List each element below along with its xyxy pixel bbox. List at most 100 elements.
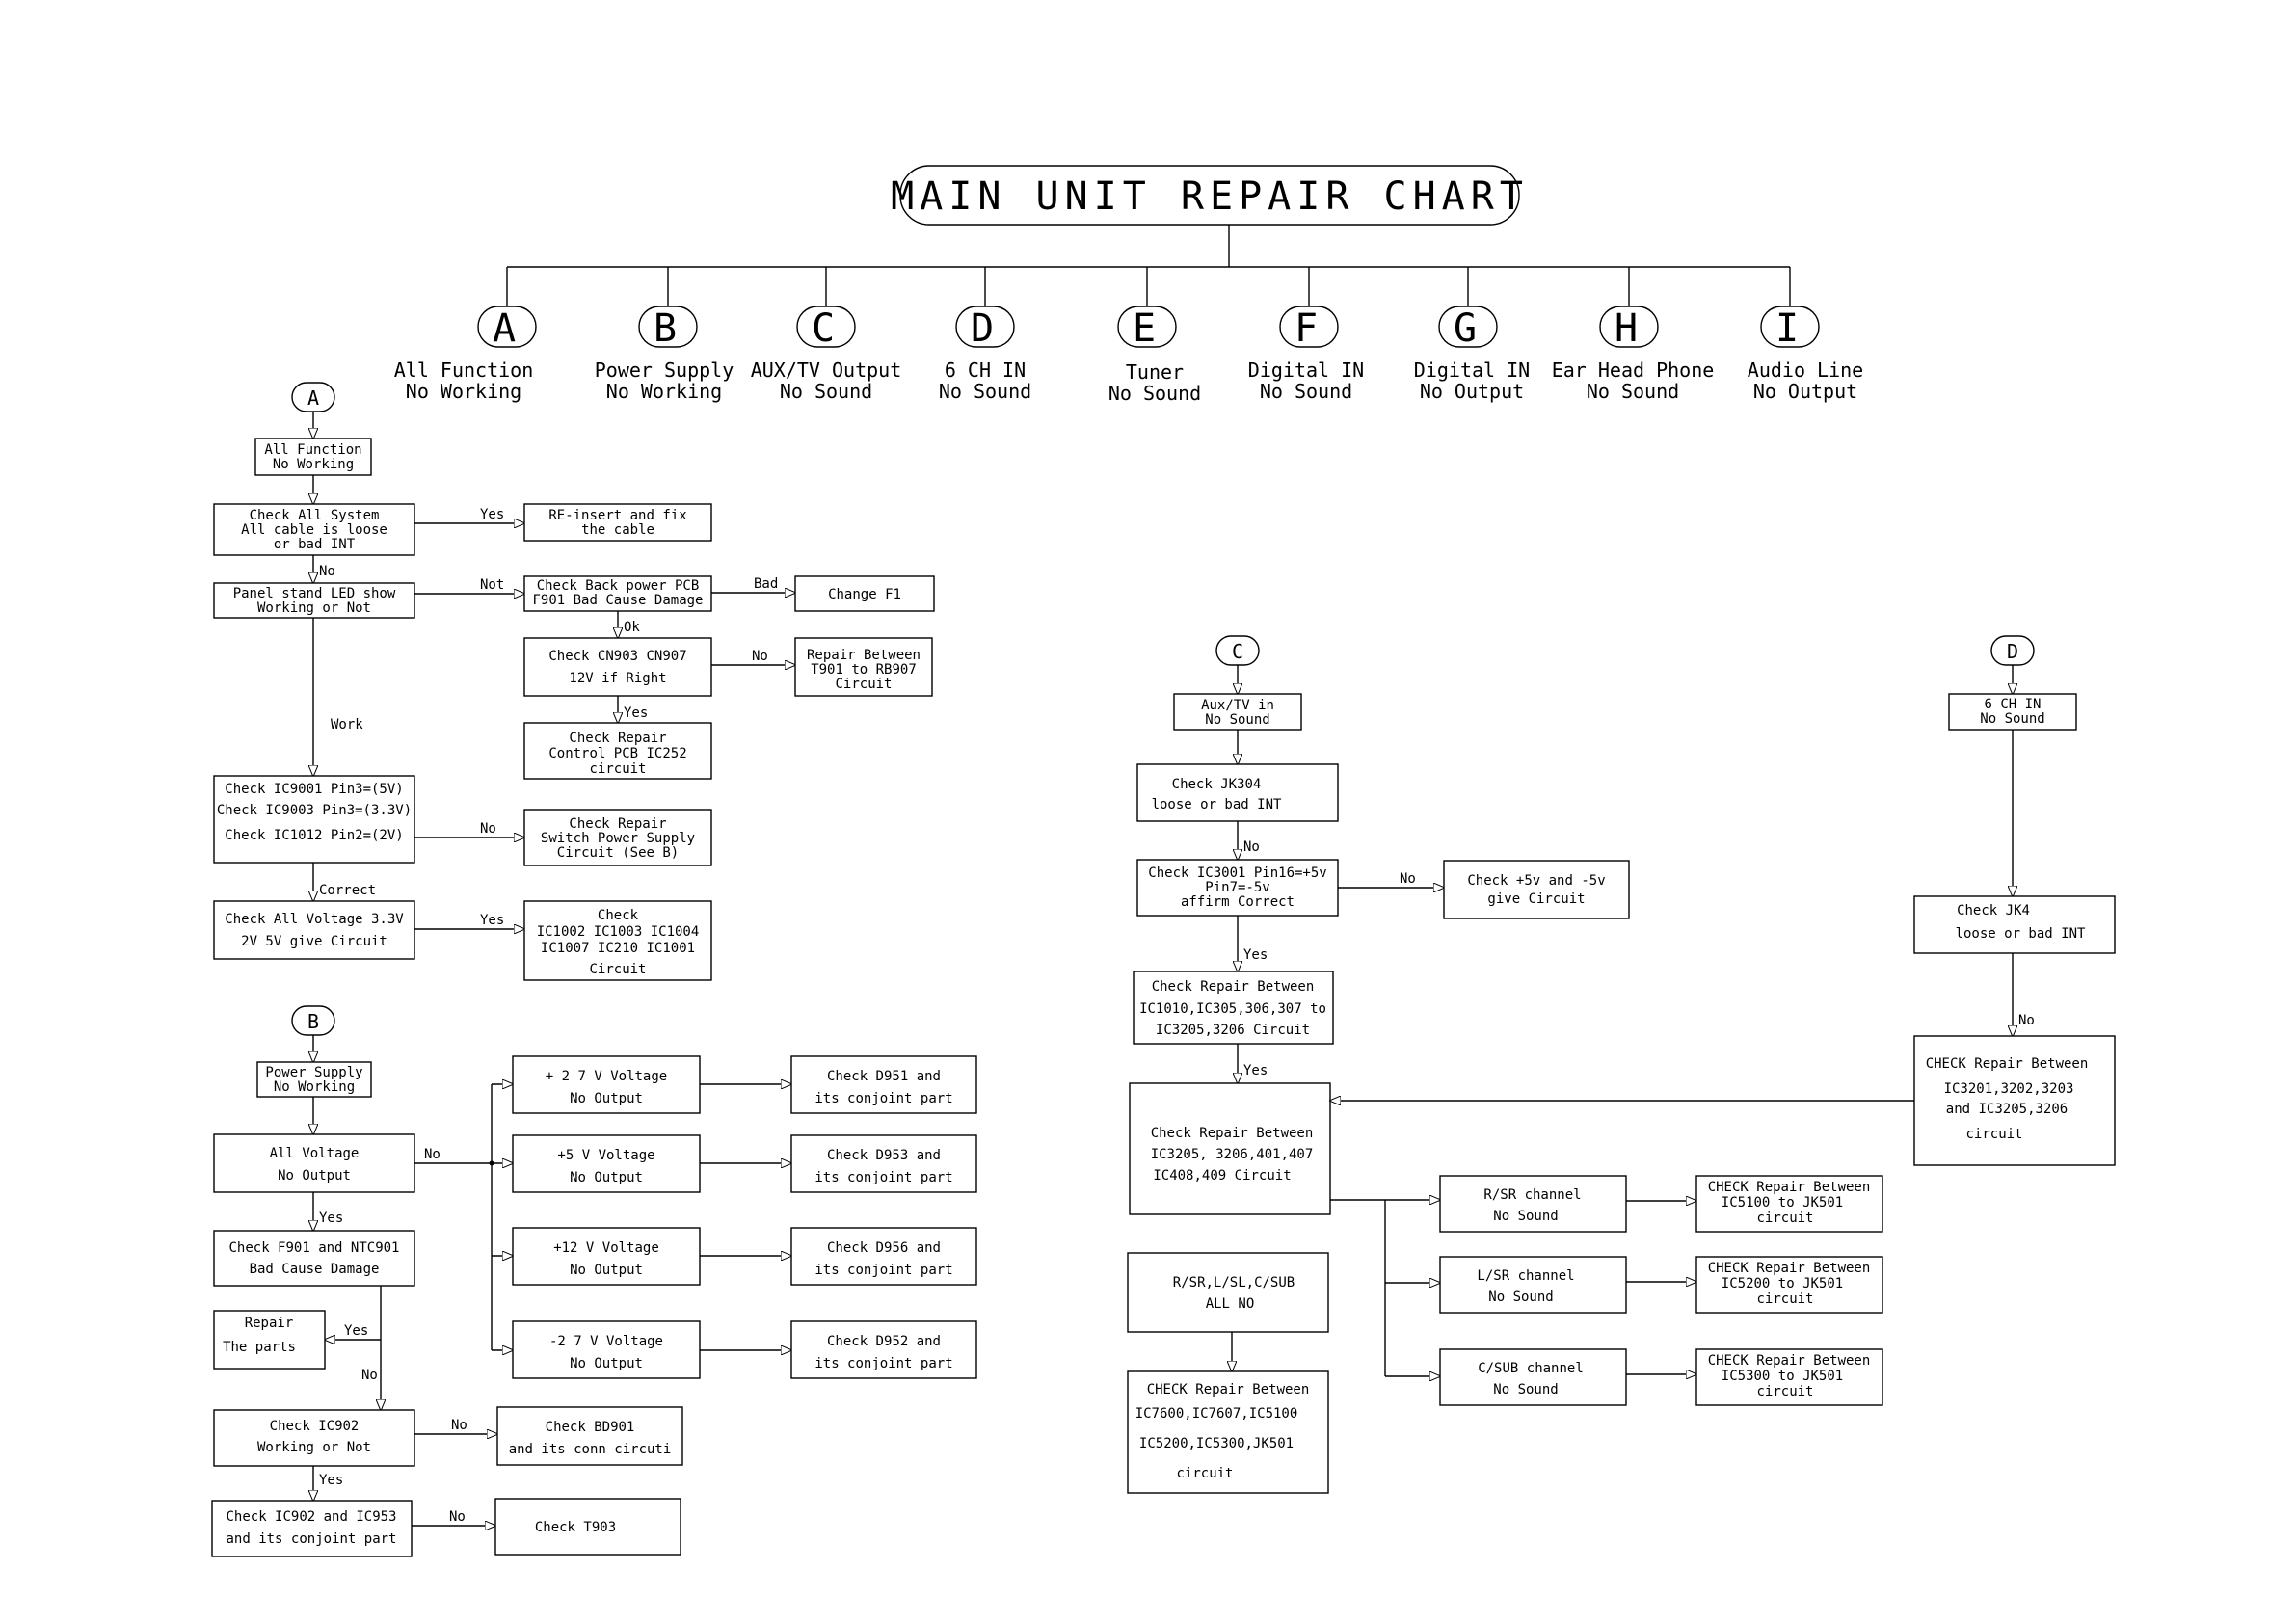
svg-text:Correct: Correct <box>319 883 376 898</box>
svg-text:No Sound: No Sound <box>1980 711 2044 727</box>
svg-text:Yes: Yes <box>319 1211 343 1226</box>
svg-text:F901 Bad Cause Damage: F901 Bad Cause Damage <box>532 593 703 608</box>
svg-text:CHECK Repair Between: CHECK Repair Between <box>1926 1056 2089 1072</box>
svg-text:Check All Voltage 3.3V: Check All Voltage 3.3V <box>225 912 404 927</box>
svg-text:Circuit: Circuit <box>589 962 646 977</box>
svg-text:G: G <box>1454 306 1482 351</box>
svg-text:give Circuit: give Circuit <box>1487 891 1585 907</box>
b-d952-box: Check D952 and its conjoint part <box>790 1320 977 1379</box>
svg-text:CHECK Repair Between: CHECK Repair Between <box>1708 1261 1871 1276</box>
svg-text:Yes: Yes <box>319 1473 343 1488</box>
branch-d: D 6 CH IN No Sound <box>939 306 1031 403</box>
svg-text:Check CN903 CN907: Check CN903 CN907 <box>548 649 686 664</box>
svg-text:Tuner: Tuner <box>1126 360 1184 384</box>
d-jk4-box: Check JK4 loose or bad INT <box>1913 895 2116 954</box>
svg-text:IC3205,3206 Circuit: IC3205,3206 Circuit <box>1156 1023 1310 1038</box>
svg-text:No Sound: No Sound <box>780 380 872 403</box>
a-all-voltage-box: Check All Voltage 3.3V 2V 5V give Circui… <box>213 900 415 960</box>
svg-text:and its conjoint part: and its conjoint part <box>226 1531 396 1547</box>
svg-text:B: B <box>307 1010 319 1033</box>
branch-f: F Digital IN No Sound <box>1248 306 1364 403</box>
svg-text:its conjoint part: its conjoint part <box>814 1356 952 1371</box>
chart-title: MAIN UNIT REPAIR CHART <box>891 174 1529 219</box>
svg-text:Check IC3001 Pin16=+5v: Check IC3001 Pin16=+5v <box>1148 865 1326 881</box>
svg-text:IC1002 IC1003 IC1004: IC1002 IC1003 IC1004 <box>537 924 700 940</box>
svg-text:circuit: circuit <box>589 761 646 777</box>
svg-text:Repair Between: Repair Between <box>807 648 921 663</box>
svg-text:R/SR channel: R/SR channel <box>1483 1187 1581 1203</box>
svg-text:C/SUB channel: C/SUB channel <box>1478 1361 1584 1376</box>
c-ic5100-box: CHECK Repair Between IC5100 to JK501 cir… <box>1695 1175 1883 1233</box>
c-aux-tv-box: Aux/TV in No Sound <box>1173 693 1302 731</box>
c-5v-box: Check +5v and -5v give Circuit <box>1443 860 1630 919</box>
b-all-voltage-box: All Voltage No Output <box>213 1133 415 1193</box>
svg-text:Switch Power Supply: Switch Power Supply <box>541 831 695 846</box>
svg-text:No Output: No Output <box>570 1091 643 1106</box>
svg-text:No: No <box>319 564 335 579</box>
svg-text:loose or bad INT: loose or bad INT <box>1956 926 2086 942</box>
a-ic9001-box: Check IC9001 Pin3=(5V) Check IC9003 Pin3… <box>213 775 415 864</box>
c-ic7600-box: CHECK Repair Between IC7600,IC7607,IC510… <box>1127 1370 1329 1494</box>
b-t903-box: Check T903 <box>494 1498 681 1556</box>
svg-text:Check +5v and -5v: Check +5v and -5v <box>1467 873 1605 889</box>
svg-text:RE-insert and fix: RE-insert and fix <box>548 508 686 523</box>
svg-text:No Output: No Output <box>1753 380 1857 403</box>
svg-text:No Output: No Output <box>570 1356 643 1371</box>
svg-text:Check Repair: Check Repair <box>569 816 666 832</box>
svg-text:-2 7 V Voltage: -2 7 V Voltage <box>549 1334 663 1349</box>
svg-text:its conjoint part: its conjoint part <box>814 1091 952 1106</box>
svg-text:+ 2 7 V Voltage: + 2 7 V Voltage <box>546 1069 667 1084</box>
b-bd901-box: Check BD901 and its conn circuti <box>496 1406 683 1466</box>
svg-text:No Working: No Working <box>406 380 521 403</box>
svg-text:No: No <box>361 1368 378 1383</box>
svg-text:Check JK304: Check JK304 <box>1172 777 1262 792</box>
svg-text:Bad Cause Damage: Bad Cause Damage <box>250 1262 380 1277</box>
svg-text:No Sound: No Sound <box>1205 712 1269 728</box>
svg-text:Digital IN: Digital IN <box>1414 359 1530 382</box>
c-rsr-box: R/SR channel No Sound <box>1439 1175 1627 1233</box>
svg-text:Yes: Yes <box>1243 1063 1268 1078</box>
svg-text:Check Repair Between: Check Repair Between <box>1151 1126 1314 1141</box>
svg-text:Control PCB IC252: Control PCB IC252 <box>548 746 686 761</box>
svg-text:circuit: circuit <box>1176 1466 1233 1481</box>
svg-text:2V 5V give Circuit: 2V 5V give Circuit <box>241 934 387 949</box>
c-all-no-box: R/SR,L/SL,C/SUB ALL NO <box>1127 1252 1329 1333</box>
c-jk304-box: Check JK304 loose or bad INT <box>1136 763 1339 822</box>
a-control-pcb-box: Check Repair Control PCB IC252 circuit <box>523 722 712 780</box>
svg-text:Pin7=-5v: Pin7=-5v <box>1205 880 1269 895</box>
svg-text:No Working: No Working <box>274 1079 355 1095</box>
svg-text:No Sound: No Sound <box>1260 380 1352 403</box>
svg-text:CHECK Repair Between: CHECK Repair Between <box>1147 1382 1310 1397</box>
svg-text:Ok: Ok <box>624 620 640 635</box>
svg-text:Check: Check <box>598 908 639 923</box>
svg-text:D: D <box>2007 640 2018 663</box>
a-cn903-box: Check CN903 CN907 12V if Right <box>523 637 712 697</box>
b-ic953-box: Check IC902 and IC953 and its conjoint p… <box>211 1500 413 1557</box>
svg-text:Check Repair Between: Check Repair Between <box>1152 979 1315 995</box>
svg-text:Check D953 and: Check D953 and <box>827 1148 941 1163</box>
svg-text:C: C <box>812 306 841 351</box>
svg-text:IC3201,3202,3203: IC3201,3202,3203 <box>1944 1081 2074 1097</box>
branch-g: G Digital IN No Output <box>1414 306 1530 403</box>
a-repair-t901-box: Repair Between T901 to RB907 Circuit <box>794 637 933 697</box>
svg-text:Check All System: Check All System <box>250 508 380 523</box>
b-d953-box: Check D953 and its conjoint part <box>790 1134 977 1193</box>
svg-text:Aux/TV in: Aux/TV in <box>1201 698 1274 713</box>
a-reinsert-box: RE-insert and fix the cable <box>523 503 712 542</box>
svg-text:No: No <box>480 821 496 837</box>
branch-b: B Power Supply No Working <box>595 306 734 403</box>
svg-text:No Working: No Working <box>273 457 354 472</box>
d-ic3201-box: CHECK Repair Between IC3201,3202,3203 an… <box>1913 1035 2116 1166</box>
svg-text:All Voltage: All Voltage <box>270 1146 360 1161</box>
svg-text:A: A <box>307 386 319 410</box>
svg-text:No Sound: No Sound <box>1493 1209 1558 1224</box>
b-12v-box: +12 V Voltage No Output <box>512 1227 701 1286</box>
svg-text:All Function: All Function <box>394 359 534 382</box>
branch-h: H Ear Head Phone No Sound <box>1552 306 1714 403</box>
svg-text:Check F901 and NTC901: Check F901 and NTC901 <box>228 1240 399 1256</box>
svg-text:+5 V Voltage: +5 V Voltage <box>557 1148 654 1163</box>
c-ic3001-box: Check IC3001 Pin16=+5v Pin7=-5v affirm C… <box>1136 859 1339 917</box>
a-panel-led-box: Panel stand LED show Working or Not <box>213 582 415 619</box>
svg-text:circuit: circuit <box>1756 1384 1813 1399</box>
svg-text:No: No <box>1243 839 1260 855</box>
